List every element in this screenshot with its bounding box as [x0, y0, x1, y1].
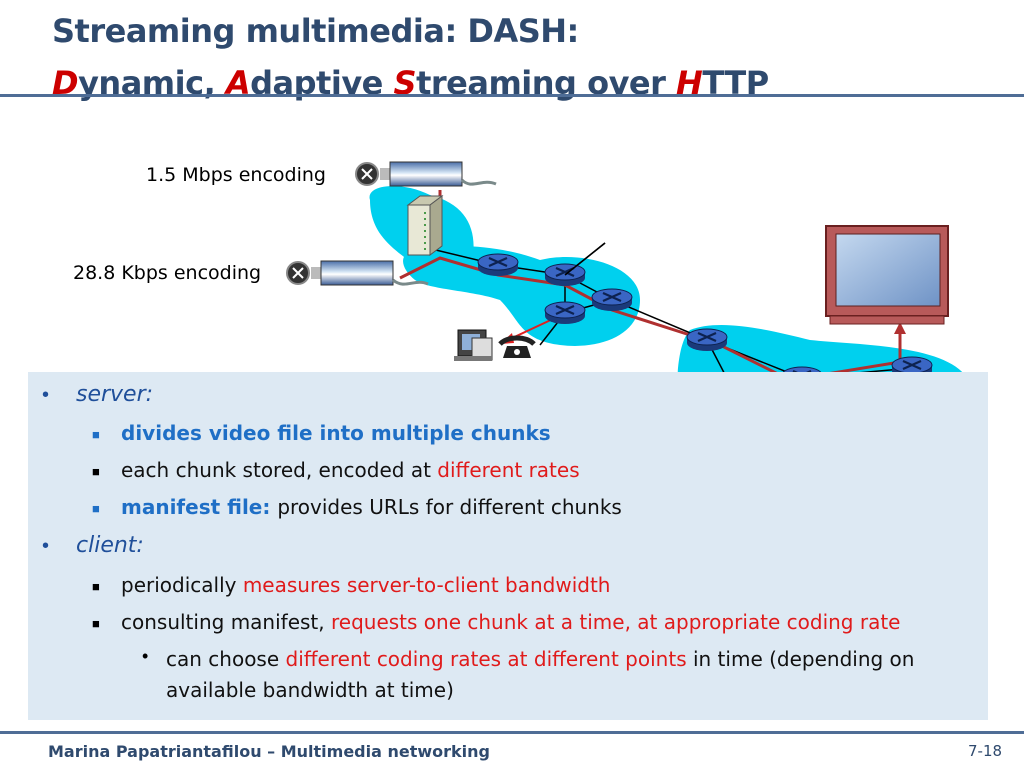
title-divider [0, 94, 1024, 97]
square-bullet-icon: ■ [92, 501, 100, 516]
text-segment: manifest file: [121, 495, 278, 519]
router-3 [590, 287, 634, 313]
slide-title: Streaming multimedia: DASH: [52, 12, 579, 50]
router-1 [476, 252, 520, 278]
telephone-icon [498, 335, 536, 358]
footer-divider [0, 731, 1024, 734]
client-item-1: periodically measures server-to-client b… [121, 573, 610, 597]
text-segment: divides video file into multiple chunks [121, 421, 551, 445]
client-subitem-line1: can choose different coding rates at dif… [166, 647, 914, 671]
text-segment: measures server-to-client bandwidth [242, 573, 611, 597]
client-pc-icon [454, 329, 493, 361]
video-file-high-icon [355, 161, 497, 187]
bullet-panel [28, 372, 988, 720]
square-bullet-icon: ■ [92, 427, 100, 442]
square-bullet-icon: ■ [92, 616, 100, 631]
footer-author: Marina Papatriantafilou – Multimedia net… [48, 742, 490, 761]
bullet-marker: • [42, 384, 50, 406]
client-subitem-line2: available bandwidth at time) [166, 678, 454, 702]
text-segment: each chunk stored, encoded at [121, 458, 438, 482]
server-icon [406, 195, 444, 256]
dot-bullet-icon: • [142, 646, 149, 666]
client-item-2: consulting manifest, requests one chunk … [121, 610, 901, 634]
text-segment: consulting manifest, [121, 610, 331, 634]
text-segment: provides URLs for different chunks [277, 495, 622, 519]
square-bullet-icon: ■ [92, 464, 100, 479]
text-segment: requests one chunk at a time, at appropr… [330, 610, 901, 634]
server-item-1: divides video file into multiple chunks [121, 421, 551, 445]
stream-path [399, 256, 902, 382]
square-bullet-icon: ■ [92, 579, 100, 594]
video-file-low-icon [286, 260, 429, 286]
video-monitor-icon [825, 225, 949, 325]
router-4 [543, 300, 587, 326]
encoding-high-label: 1.5 Mbps encoding [146, 164, 326, 186]
encoding-low-label: 28.8 Kbps encoding [73, 262, 262, 284]
page-number: 7-18 [968, 742, 1003, 760]
text-segment: different rates [437, 458, 580, 482]
server-item-3: manifest file: provides URLs for differe… [121, 495, 622, 519]
text-segment: in time (depending on [686, 647, 915, 671]
title-highlight-letter: S [393, 64, 417, 102]
server-heading: server: [76, 382, 154, 407]
bullet-marker: • [42, 535, 50, 557]
text-segment: different coding rates at different poin… [285, 647, 687, 671]
client-heading: client: [76, 533, 144, 558]
router-5 [685, 327, 729, 353]
text-segment: can choose [166, 647, 286, 671]
server-item-2: each chunk stored, encoded at different … [121, 458, 580, 482]
text-segment: periodically [121, 573, 243, 597]
